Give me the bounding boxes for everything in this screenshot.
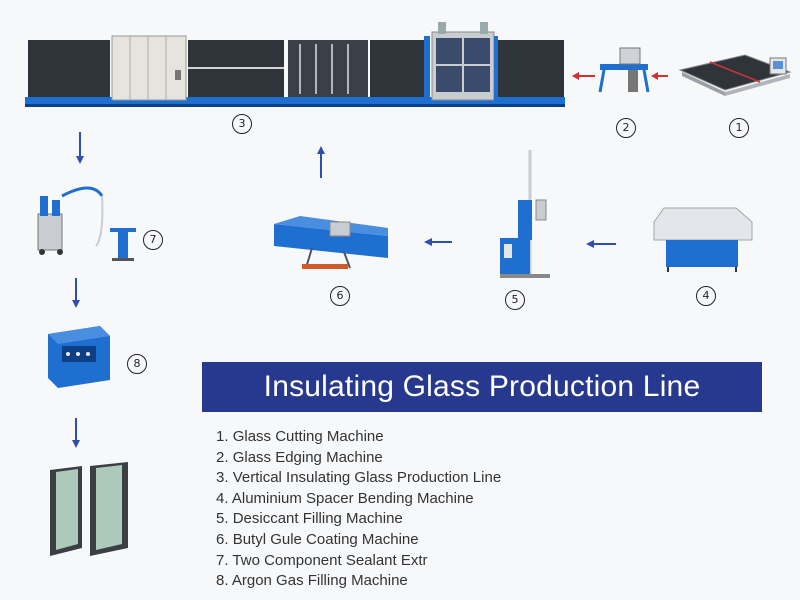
step-number-2: 2 bbox=[616, 118, 636, 138]
machine-legend: 1. Glass Cutting Machine 2. Glass Edging… bbox=[216, 427, 501, 592]
legend-label: Two Component Sealant Extr bbox=[232, 551, 428, 569]
legend-label: Vertical Insulating Glass Production Lin… bbox=[232, 469, 502, 487]
insulating-glass-units-illustration bbox=[50, 462, 128, 556]
legend-item: 3. Vertical Insulating Glass Production … bbox=[216, 469, 502, 487]
step-number-1: 1 bbox=[729, 118, 749, 138]
vertical-production-line-illustration bbox=[25, 22, 565, 107]
step-number-6: 6 bbox=[330, 286, 350, 306]
edging-machine-illustration bbox=[598, 47, 650, 93]
legend-item: 5. Desiccant Filling Machine bbox=[216, 510, 403, 528]
legend-number: 2 bbox=[216, 448, 225, 466]
argon-filling-machine-illustration bbox=[48, 326, 110, 388]
step-number-5: 5 bbox=[505, 290, 525, 310]
legend-label: Glass Cutting Machine bbox=[232, 428, 384, 445]
legend-label: Aluminium Spacer Bending Machine bbox=[231, 489, 474, 507]
butyl-coating-machine-illustration bbox=[274, 216, 388, 269]
legend-item: 4. Aluminium Spacer Bending Machine bbox=[216, 489, 474, 507]
step-number-8: 8 bbox=[127, 354, 147, 374]
legend-number: 1 bbox=[216, 428, 225, 445]
legend-number: 7 bbox=[216, 551, 225, 569]
legend-label: Desiccant Filling Machine bbox=[232, 510, 403, 528]
legend-number: 8 bbox=[216, 572, 225, 590]
legend-item: 1. Glass Cutting Machine bbox=[216, 428, 384, 445]
spacer-bending-machine-illustration bbox=[653, 207, 753, 272]
legend-number: 6 bbox=[216, 530, 225, 548]
legend-item: 7. Two Component Sealant Extr bbox=[216, 551, 428, 569]
desiccant-filling-machine-illustration bbox=[500, 150, 550, 278]
cutting-table-illustration bbox=[678, 54, 792, 96]
flow-arrows bbox=[72, 72, 668, 448]
legend-number: 3 bbox=[216, 469, 225, 487]
legend-number: 4 bbox=[216, 489, 225, 507]
legend-label: Butyl Gule Coating Machine bbox=[232, 530, 419, 548]
step-number-7: 7 bbox=[143, 230, 163, 250]
diagram-title: Insulating Glass Production Line bbox=[202, 362, 762, 412]
legend-item: 8. Argon Gas Filling Machine bbox=[216, 572, 408, 590]
step-number-3: 3 bbox=[232, 114, 252, 134]
legend-item: 6. Butyl Gule Coating Machine bbox=[216, 530, 419, 548]
legend-item: 2. Glass Edging Machine bbox=[216, 448, 383, 466]
legend-label: Argon Gas Filling Machine bbox=[231, 572, 408, 590]
legend-label: Glass Edging Machine bbox=[232, 448, 383, 466]
legend-number: 5 bbox=[216, 510, 225, 528]
sealant-extruder-illustration bbox=[37, 186, 136, 261]
step-number-4: 4 bbox=[696, 286, 716, 306]
